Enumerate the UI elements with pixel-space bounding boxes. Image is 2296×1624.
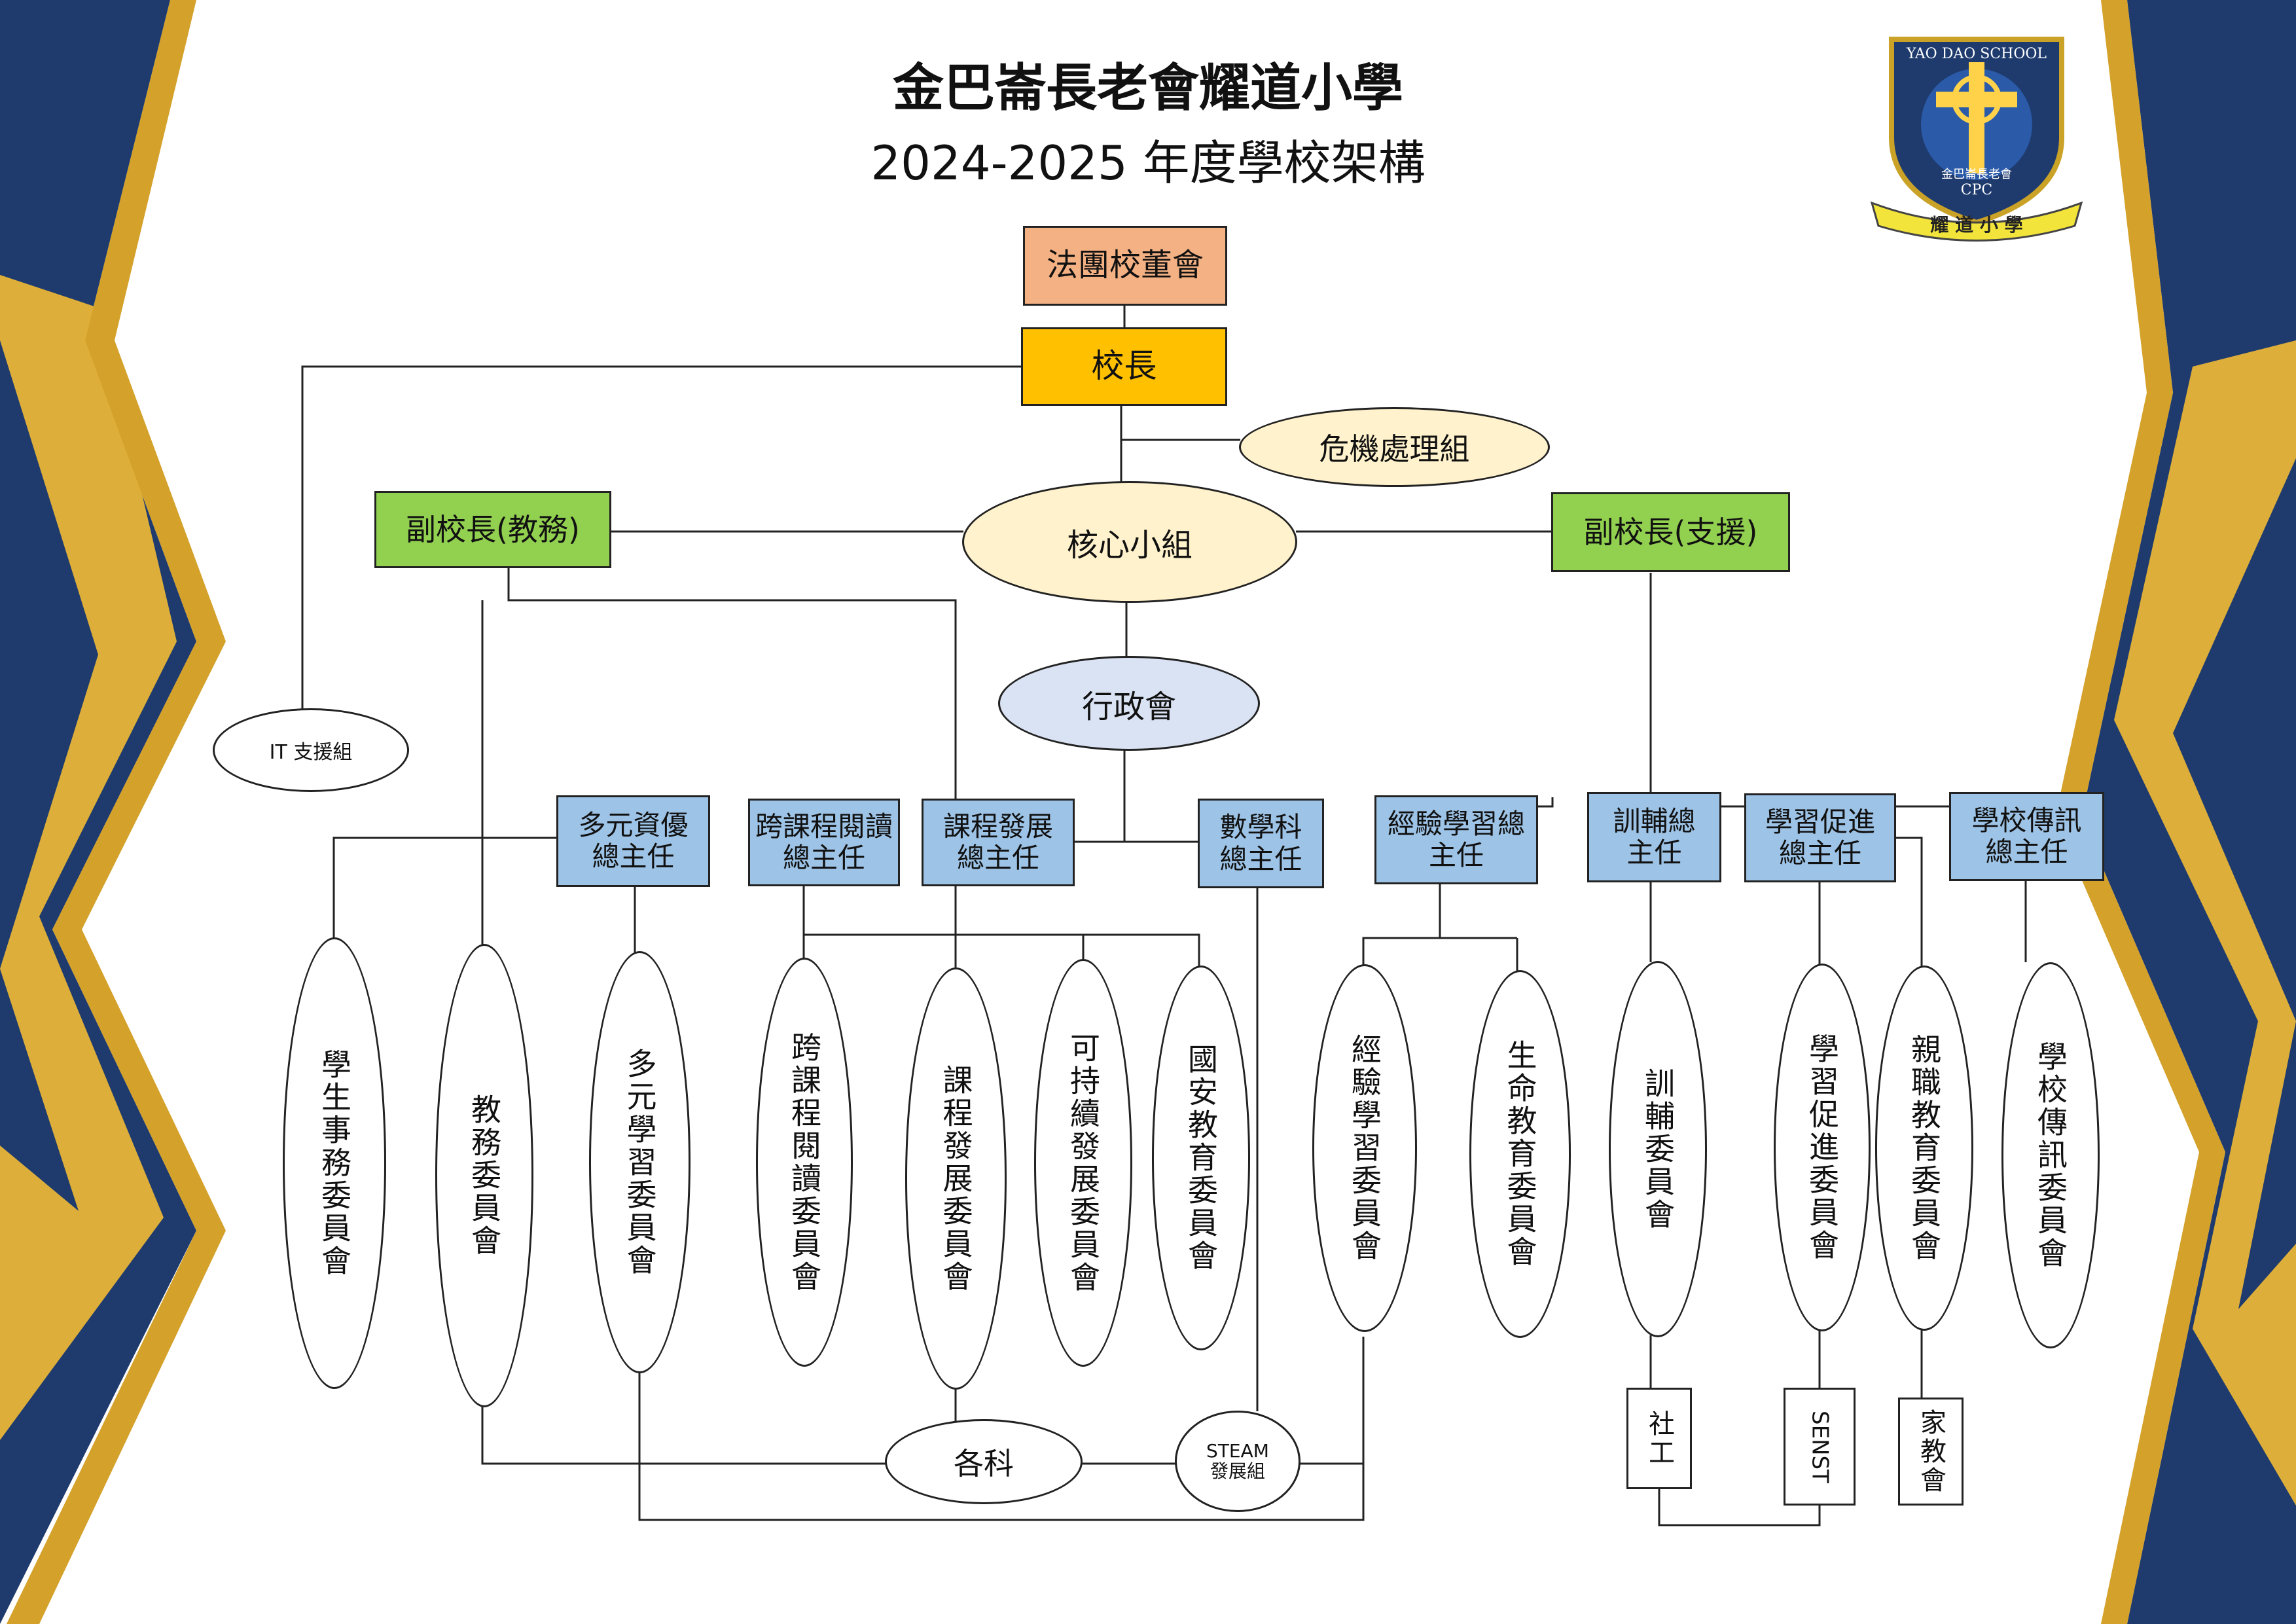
committee-guidance: 訓輔委員會 bbox=[1609, 961, 1707, 1337]
committee-label: 學習促進委員會 bbox=[1804, 1033, 1840, 1262]
logo-ribbon-text: 耀 道 小 學 bbox=[1930, 214, 2023, 236]
left-gold-edge bbox=[7, 0, 226, 1624]
head-gifted-box: 多元資優總主任 bbox=[556, 795, 710, 887]
head-math-box: 數學科總主任 bbox=[1198, 799, 1324, 888]
committee-label: 學校傳訊委員會 bbox=[2033, 1041, 2068, 1270]
head-learning-support-box: 學習促進總主任 bbox=[1744, 793, 1896, 882]
committee-national-security: 國安教育委員會 bbox=[1152, 965, 1250, 1350]
school-logo: YAO DAO SCHOOL 金巴崙長老會 CPC 耀 道 小 學 bbox=[1859, 26, 2094, 242]
steam-group-label: 發展組 bbox=[1210, 1460, 1265, 1482]
head-curriculum-box: 課程發展總主任 bbox=[922, 799, 1075, 886]
committee-label: 學生事務委員會 bbox=[317, 1049, 352, 1278]
head-cross-reading-box: 跨課程閱讀總主任 bbox=[748, 799, 900, 886]
head-guidance-box: 訓輔總主任 bbox=[1587, 792, 1721, 882]
right-gold-stripe bbox=[2114, 340, 2296, 1506]
committee-label: 經驗學習委員會 bbox=[1347, 1034, 1382, 1263]
steam-group-oval: STEAM 發展組 bbox=[1175, 1411, 1300, 1512]
committee-label: 教務委員會 bbox=[467, 1094, 502, 1257]
committee-curriculum-dev: 課程發展委員會 bbox=[905, 967, 1007, 1390]
committee-label: 訓輔委員會 bbox=[1640, 1067, 1676, 1231]
committee-learning-support: 學習促進委員會 bbox=[1774, 964, 1871, 1331]
committee-diverse-learning: 多元學習委員會 bbox=[589, 951, 691, 1373]
crisis-team-oval: 危機處理組 bbox=[1239, 407, 1550, 487]
principal-box: 校長 bbox=[1021, 327, 1227, 406]
committee-label: 生命教育委員會 bbox=[1502, 1039, 1538, 1269]
committee-cross-reading: 跨課程閱讀委員會 bbox=[756, 958, 853, 1367]
committee-sustainability: 可持續發展委員會 bbox=[1034, 959, 1132, 1367]
school-name: 金巴崙長老會耀道小學 bbox=[892, 59, 1403, 118]
logo-inner-text: 金巴崙長老會 bbox=[1941, 168, 2012, 181]
admin-meeting-oval: 行政會 bbox=[998, 656, 1260, 751]
head-experiential-box: 經驗學習總主任 bbox=[1374, 795, 1538, 884]
head-communication-box: 學校傳訊總主任 bbox=[1949, 792, 2104, 881]
subjects-oval: 各科 bbox=[885, 1419, 1083, 1504]
committee-label: 親職教育委員會 bbox=[1907, 1034, 1942, 1263]
committee-life-education: 生命教育委員會 bbox=[1469, 970, 1571, 1338]
senst-label: SENST bbox=[1806, 1410, 1833, 1483]
school-board-box: 法團校董會 bbox=[1023, 226, 1227, 306]
logo-cpc: CPC bbox=[1960, 182, 1993, 198]
social-worker-label: 社工 bbox=[1644, 1409, 1674, 1468]
committee-label: 跨課程閱讀委員會 bbox=[787, 1031, 822, 1293]
pta-box: 家教會 bbox=[1898, 1398, 1964, 1506]
logo-arc-text: YAO DAO SCHOOL bbox=[1906, 46, 2047, 62]
social-worker-box: 社工 bbox=[1626, 1388, 1692, 1489]
chart-title: 2024-2025 年度學校架構 bbox=[870, 135, 1426, 190]
it-support-oval: IT 支援組 bbox=[213, 708, 409, 792]
committee-label: 可持續發展委員會 bbox=[1066, 1032, 1101, 1294]
committee-label: 國安教育委員會 bbox=[1183, 1043, 1219, 1272]
committee-label: 課程發展委員會 bbox=[938, 1064, 974, 1293]
vice-principal-academic-box: 副校長(教務) bbox=[374, 491, 611, 568]
core-group-oval: 核心小組 bbox=[962, 481, 1297, 603]
left-gold-stripe bbox=[0, 275, 177, 1440]
committee-label: 多元學習委員會 bbox=[622, 1047, 658, 1277]
committee-experiential: 經驗學習委員會 bbox=[1312, 964, 1417, 1332]
committee-parent-education: 親職教育委員會 bbox=[1875, 965, 1973, 1331]
committee-student-affairs: 學生事務委員會 bbox=[283, 937, 386, 1389]
senst-box: SENST bbox=[1784, 1388, 1856, 1506]
right-gold-edge bbox=[2055, 0, 2225, 1624]
cross-shield-icon bbox=[1870, 37, 2083, 242]
pta-label: 家教會 bbox=[1916, 1408, 1946, 1495]
committee-academic: 教務委員會 bbox=[435, 944, 533, 1407]
steam-label: STEAM bbox=[1206, 1439, 1269, 1462]
vice-principal-support-box: 副校長(支援) bbox=[1551, 492, 1790, 572]
committee-communication: 學校傳訊委員會 bbox=[2001, 962, 2100, 1348]
